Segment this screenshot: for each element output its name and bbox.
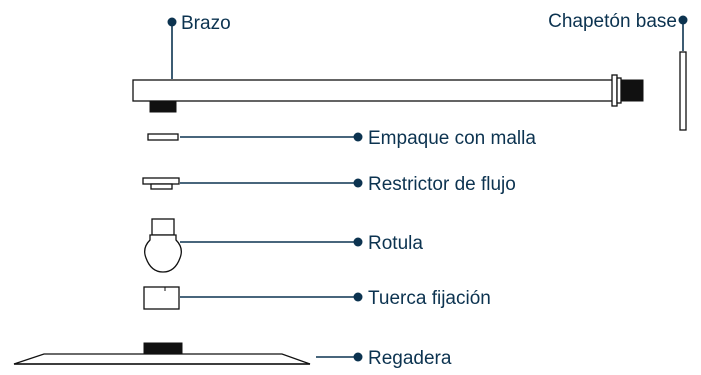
restrictor-part — [142, 177, 180, 190]
rotula-part — [144, 218, 182, 273]
restrictor-callout: Restrictor de flujo — [180, 174, 516, 195]
regadera-part — [13, 342, 311, 365]
brazo-part — [132, 74, 644, 113]
empaque-part — [147, 133, 179, 141]
brazo-label: Brazo — [181, 13, 231, 34]
rotula-callout: Rotula — [180, 233, 423, 254]
chapeton-base-part — [679, 51, 687, 131]
rotula-label: Rotula — [368, 233, 423, 254]
restrictor-label: Restrictor de flujo — [368, 174, 516, 195]
tuerca-label: Tuerca fijación — [368, 288, 491, 309]
chapeton-base-label: Chapetón base — [548, 11, 677, 32]
chapeton-base-callout: Chapetón base — [548, 11, 688, 51]
regadera-callout: Regadera — [316, 348, 452, 369]
empaque-callout: Empaque con malla — [180, 128, 536, 149]
empaque-label: Empaque con malla — [368, 128, 536, 149]
brazo-callout: Brazo — [167, 13, 231, 79]
tuerca-part — [143, 286, 180, 310]
tuerca-callout: Tuerca fijación — [180, 288, 491, 309]
regadera-label: Regadera — [368, 348, 452, 369]
